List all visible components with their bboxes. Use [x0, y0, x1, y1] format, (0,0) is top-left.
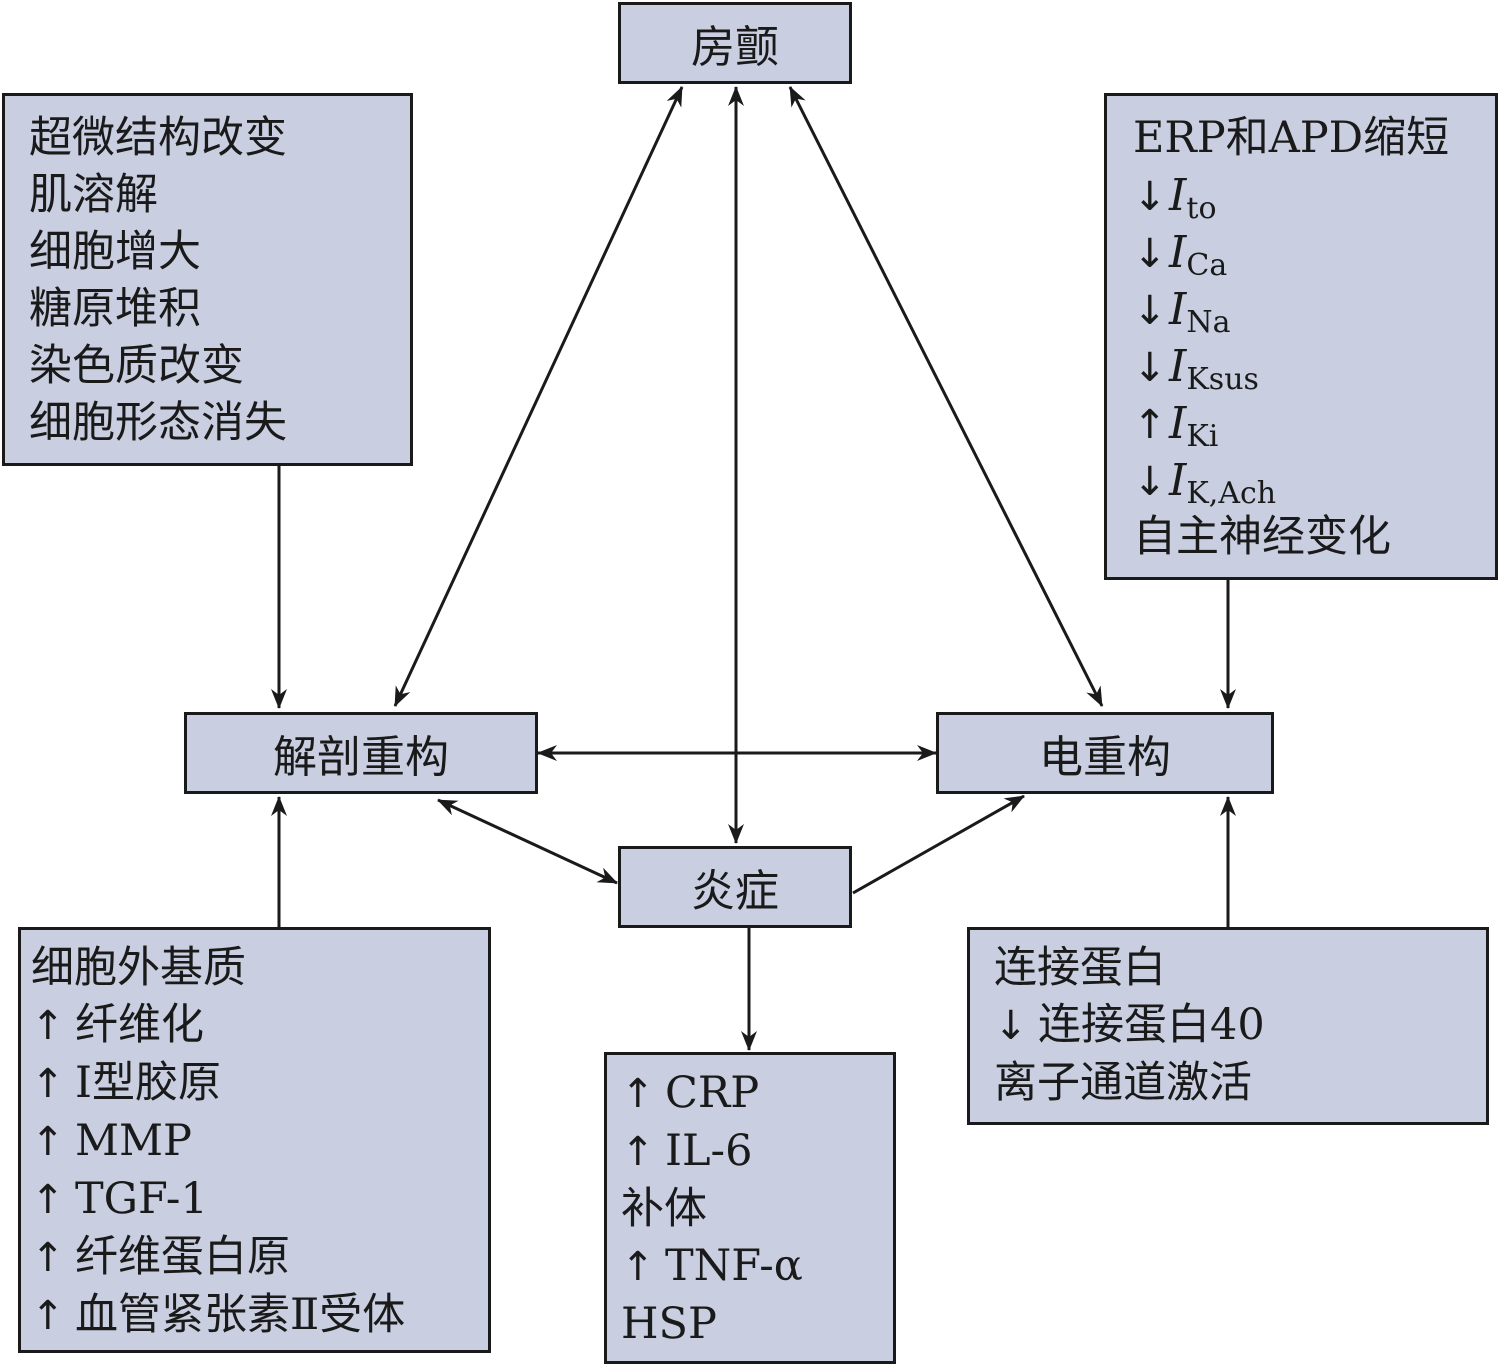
- arrow-up-icon: ↑: [621, 1129, 655, 1175]
- anatomical-factors-box: 超微结构改变 肌溶解 细胞增大 糖原堆积 染色质改变 细胞形态消失: [2, 93, 413, 466]
- ion-current-item: ↑IKi: [1133, 398, 1219, 454]
- node-electrical-label: 电重构: [1039, 732, 1171, 783]
- ecm-item: ↑纤维化: [31, 997, 488, 1055]
- anatomical-factor-item: 肌溶解: [29, 170, 158, 220]
- arrow-up-icon: ↑: [31, 1003, 65, 1049]
- connexin-box: 连接蛋白 ↓连接蛋白40 离子通道激活: [967, 927, 1489, 1125]
- marker-item: ↑TNF-α: [621, 1238, 893, 1296]
- arrow-up-icon: ↑: [31, 1235, 65, 1281]
- arrow-down-icon: ↓: [1133, 459, 1167, 505]
- ecm-item: ↑MMP: [31, 1113, 488, 1171]
- connexin-item: 离子通道激活: [994, 1058, 1252, 1108]
- anatomical-factor-item: 糖原堆积: [29, 284, 201, 334]
- node-anatomical-remodeling: 解剖重构: [184, 712, 538, 794]
- ion-current-item: ↓ICa: [1133, 227, 1228, 283]
- node-inflammation-label: 炎症: [691, 866, 779, 917]
- arrow-up-icon: ↑: [31, 1119, 65, 1165]
- node-electrical-remodeling: 电重构: [936, 712, 1274, 794]
- ecm-item: ↑纤维蛋白原: [31, 1229, 488, 1287]
- node-af-label: 房颤: [691, 22, 779, 73]
- arrow-up-icon: ↑: [621, 1244, 655, 1290]
- electrical-factors-box: ERP和APD缩短 ↓Ito ↓ICa ↓INa ↓IKsus ↑IKi ↓IK…: [1104, 93, 1498, 580]
- node-inflammation: 炎症: [618, 846, 852, 928]
- arrow-down-icon: ↓: [994, 1003, 1028, 1049]
- anatomical-factor-item: 细胞增大: [29, 227, 201, 277]
- inflammatory-markers-box: ↑CRP ↑IL-6 补体 ↑TNF-α HSP: [604, 1052, 896, 1364]
- arrow-up-icon: ↑: [1133, 402, 1167, 448]
- arrow-down-icon: ↓: [1133, 174, 1167, 220]
- marker-item: ↑CRP: [621, 1065, 893, 1123]
- electrical-factors-title: ERP和APD缩短: [1133, 113, 1450, 163]
- arrow-af-anatomical: [393, 86, 684, 707]
- ion-current-item: ↓IKsus: [1133, 341, 1259, 397]
- node-anatomical-label: 解剖重构: [273, 732, 449, 783]
- connexin-item: ↓连接蛋白40: [994, 997, 1486, 1055]
- arrow-inflammation-electrical: [852, 794, 1025, 895]
- anatomical-factor-item: 超微结构改变: [29, 113, 287, 163]
- marker-item: HSP: [621, 1299, 717, 1349]
- ion-current-item: ↓Ito: [1133, 170, 1217, 226]
- ion-current-item: ↓IK,Ach: [1133, 455, 1277, 511]
- anatomical-factor-item: 细胞形态消失: [29, 398, 287, 448]
- arrow-up-icon: ↑: [31, 1061, 65, 1107]
- marker-item: 补体: [621, 1184, 707, 1234]
- ecm-box: 细胞外基质 ↑纤维化 ↑Ⅰ型胶原 ↑MMP ↑TGF-1 ↑纤维蛋白原 ↑血管紧…: [18, 927, 491, 1353]
- ecm-item: ↑Ⅰ型胶原: [31, 1055, 488, 1113]
- marker-item: ↑IL-6: [621, 1123, 893, 1181]
- arrow-up-icon: ↑: [31, 1293, 65, 1339]
- arrow-down-icon: ↓: [1133, 231, 1167, 277]
- arrow-down-icon: ↓: [1133, 288, 1167, 334]
- connexin-item: 连接蛋白: [994, 943, 1166, 993]
- arrow-af-electrical: [788, 86, 1104, 707]
- anatomical-factor-item: 染色质改变: [29, 341, 244, 391]
- arrow-up-icon: ↑: [621, 1071, 655, 1117]
- ecm-title: 细胞外基质: [31, 943, 246, 993]
- arrow-anatomical-inflammation: [437, 798, 618, 885]
- ecm-item: ↑TGF-1: [31, 1171, 488, 1229]
- arrow-up-icon: ↑: [31, 1177, 65, 1223]
- electrical-factors-footer: 自主神经变化: [1133, 512, 1391, 562]
- ion-current-item: ↓INa: [1133, 284, 1231, 340]
- node-af: 房颤: [618, 2, 852, 84]
- ecm-item: ↑血管紧张素Ⅱ受体: [31, 1287, 488, 1345]
- arrow-down-icon: ↓: [1133, 345, 1167, 391]
